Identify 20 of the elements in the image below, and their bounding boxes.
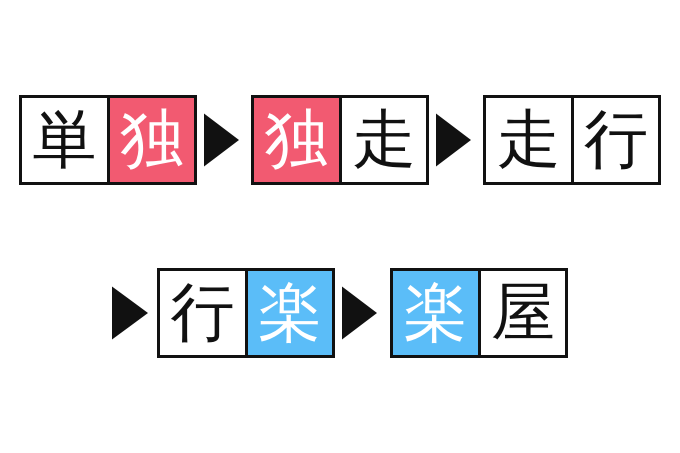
kanji-character: 単 <box>32 108 96 172</box>
kanji-character: 独 <box>120 108 184 172</box>
character-tile <box>157 268 248 358</box>
character-tile <box>483 95 574 185</box>
kanji-character: 走 <box>352 108 416 172</box>
kanji-character: 行 <box>584 108 648 172</box>
kanji-character: 走 <box>496 108 560 172</box>
kanji-character: 屋 <box>491 281 555 345</box>
character-tile <box>571 95 661 185</box>
character-tile <box>251 95 342 185</box>
kanji-character: 行 <box>170 281 234 345</box>
kanji-character: 楽 <box>258 281 322 345</box>
character-tile <box>245 268 335 358</box>
kanji-character: 楽 <box>404 281 468 345</box>
character-tile <box>390 268 481 358</box>
kanji-character: 独 <box>264 108 328 172</box>
character-tile <box>19 95 110 185</box>
character-tile <box>339 95 429 185</box>
character-tile <box>107 95 197 185</box>
character-tile <box>478 268 568 358</box>
